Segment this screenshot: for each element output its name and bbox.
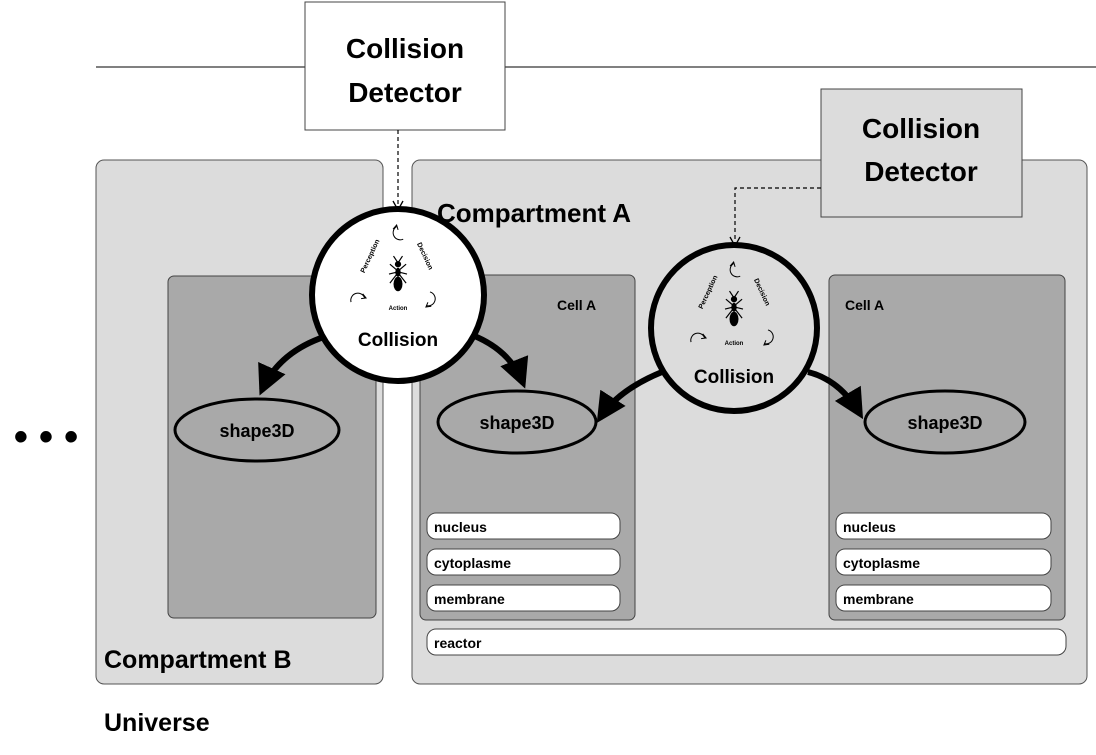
collision-shared-label: Collision: [358, 330, 438, 351]
cycle-action-label: Action: [725, 341, 744, 347]
organelle-cytoplasme-right: [835, 548, 1052, 576]
shape3d-cell-left: [436, 389, 598, 455]
ellipsis-more-compartments: • • •: [14, 415, 78, 459]
cycle-action-label: Action: [389, 306, 408, 312]
reactor-label: reactor: [434, 635, 482, 651]
arrow-collision-right-to-shape3d-cell-right: [807, 369, 864, 420]
shape3d-compartment-b: [173, 397, 341, 463]
collision-detector-right-box: [820, 88, 1023, 218]
organelle-nucleus-left-label: nucleus: [434, 519, 487, 535]
organelle-cytoplasme-left-label: cytoplasme: [434, 555, 511, 571]
shape3d-cell-right-label: shape3D: [907, 413, 982, 433]
shape3d-compartment-b-label: shape3D: [219, 421, 294, 441]
collision-detector-left-line2: Detector: [348, 77, 462, 108]
organelle-nucleus-left: [426, 512, 621, 540]
detector-right-dashed-arrow: [729, 187, 821, 248]
collision-compartment-a-label: Collision: [694, 367, 774, 388]
collision-detector-right-line2: Detector: [864, 156, 978, 187]
organelle-cytoplasme-right-label: cytoplasme: [843, 555, 920, 571]
organelle-membrane-left-label: membrane: [434, 591, 505, 607]
organelle-membrane-right: [835, 584, 1052, 612]
shape3d-cell-right: [863, 389, 1027, 455]
arrow-collision-left-to-shape3d-cell-left: [470, 332, 529, 389]
organelle-membrane-right-label: membrane: [843, 591, 914, 607]
collision-circle-compartment-a: Perception Decision Action Collision: [648, 242, 820, 414]
universe-label: Universe: [104, 709, 210, 737]
organelle-nucleus-right-label: nucleus: [843, 519, 896, 535]
shape3d-cell-left-label: shape3D: [479, 413, 554, 433]
cell-a-right-label: Cell A: [845, 297, 884, 313]
compartment-a-label: Compartment A: [437, 198, 631, 228]
organelle-nucleus-right: [835, 512, 1052, 540]
collision-detector-left-line1: Collision: [346, 33, 464, 64]
cell-a-left-label: Cell A: [557, 297, 596, 313]
organelle-membrane-left: [426, 584, 621, 612]
arrow-collision-right-to-shape3d-cell-left: [596, 369, 664, 424]
organelle-cytoplasme-left: [426, 548, 621, 576]
collision-detector-right-line1: Collision: [862, 113, 980, 144]
reactor-box: [426, 628, 1067, 656]
compartment-b-label: Compartment B: [104, 646, 292, 674]
collision-detector-left-box: [304, 1, 506, 131]
collision-circle-shared: Perception Decision Action Collision: [309, 206, 487, 384]
